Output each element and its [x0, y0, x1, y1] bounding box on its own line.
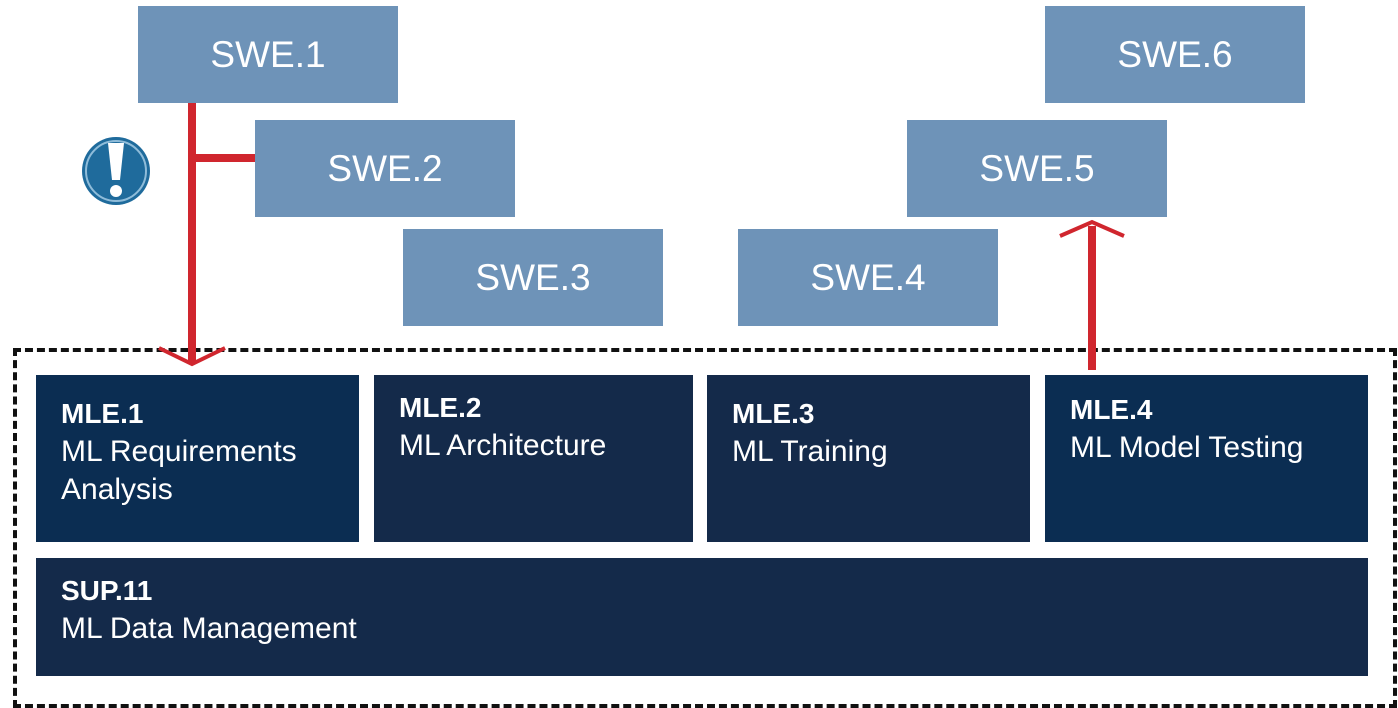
- swe1-label: SWE.1: [210, 33, 326, 75]
- mle1-code: MLE.1: [61, 398, 144, 429]
- mle2-title: ML Architecture: [399, 429, 607, 462]
- swe3-label: SWE.3: [475, 256, 591, 298]
- mle3-title: ML Training: [732, 435, 888, 468]
- swe5-label: SWE.5: [979, 147, 1095, 189]
- mle4-title: ML Model Testing: [1070, 431, 1304, 464]
- swe5-box: SWE.5: [907, 120, 1167, 217]
- swe3-box: SWE.3: [403, 229, 663, 326]
- up-arrow: [1059, 219, 1125, 370]
- sup11-title: ML Data Management: [61, 612, 357, 645]
- sup11-box: SUP.11 ML Data Management: [36, 558, 1368, 676]
- mle3-code: MLE.3: [732, 398, 815, 429]
- sup11-code: SUP.11: [61, 575, 153, 606]
- swe6-box: SWE.6: [1045, 6, 1305, 103]
- swe2-label: SWE.2: [327, 147, 443, 189]
- down-arrow: [158, 103, 255, 367]
- mle3-box: MLE.3 ML Training: [707, 375, 1030, 542]
- mle1-box: MLE.1 ML Requirements Analysis: [36, 375, 359, 542]
- swe1-box: SWE.1: [138, 6, 398, 103]
- exclamation-icon: [82, 137, 150, 205]
- swe6-label: SWE.6: [1117, 33, 1233, 75]
- mle1-title: ML Requirements Analysis: [61, 435, 297, 506]
- mle2-box: MLE.2 ML Architecture: [374, 375, 693, 542]
- mle4-code: MLE.4: [1070, 394, 1153, 425]
- swe4-label: SWE.4: [810, 256, 926, 298]
- mle4-box: MLE.4 ML Model Testing: [1045, 375, 1368, 542]
- swe4-box: SWE.4: [738, 229, 998, 326]
- swe2-box: SWE.2: [255, 120, 515, 217]
- mle2-code: MLE.2: [399, 392, 482, 423]
